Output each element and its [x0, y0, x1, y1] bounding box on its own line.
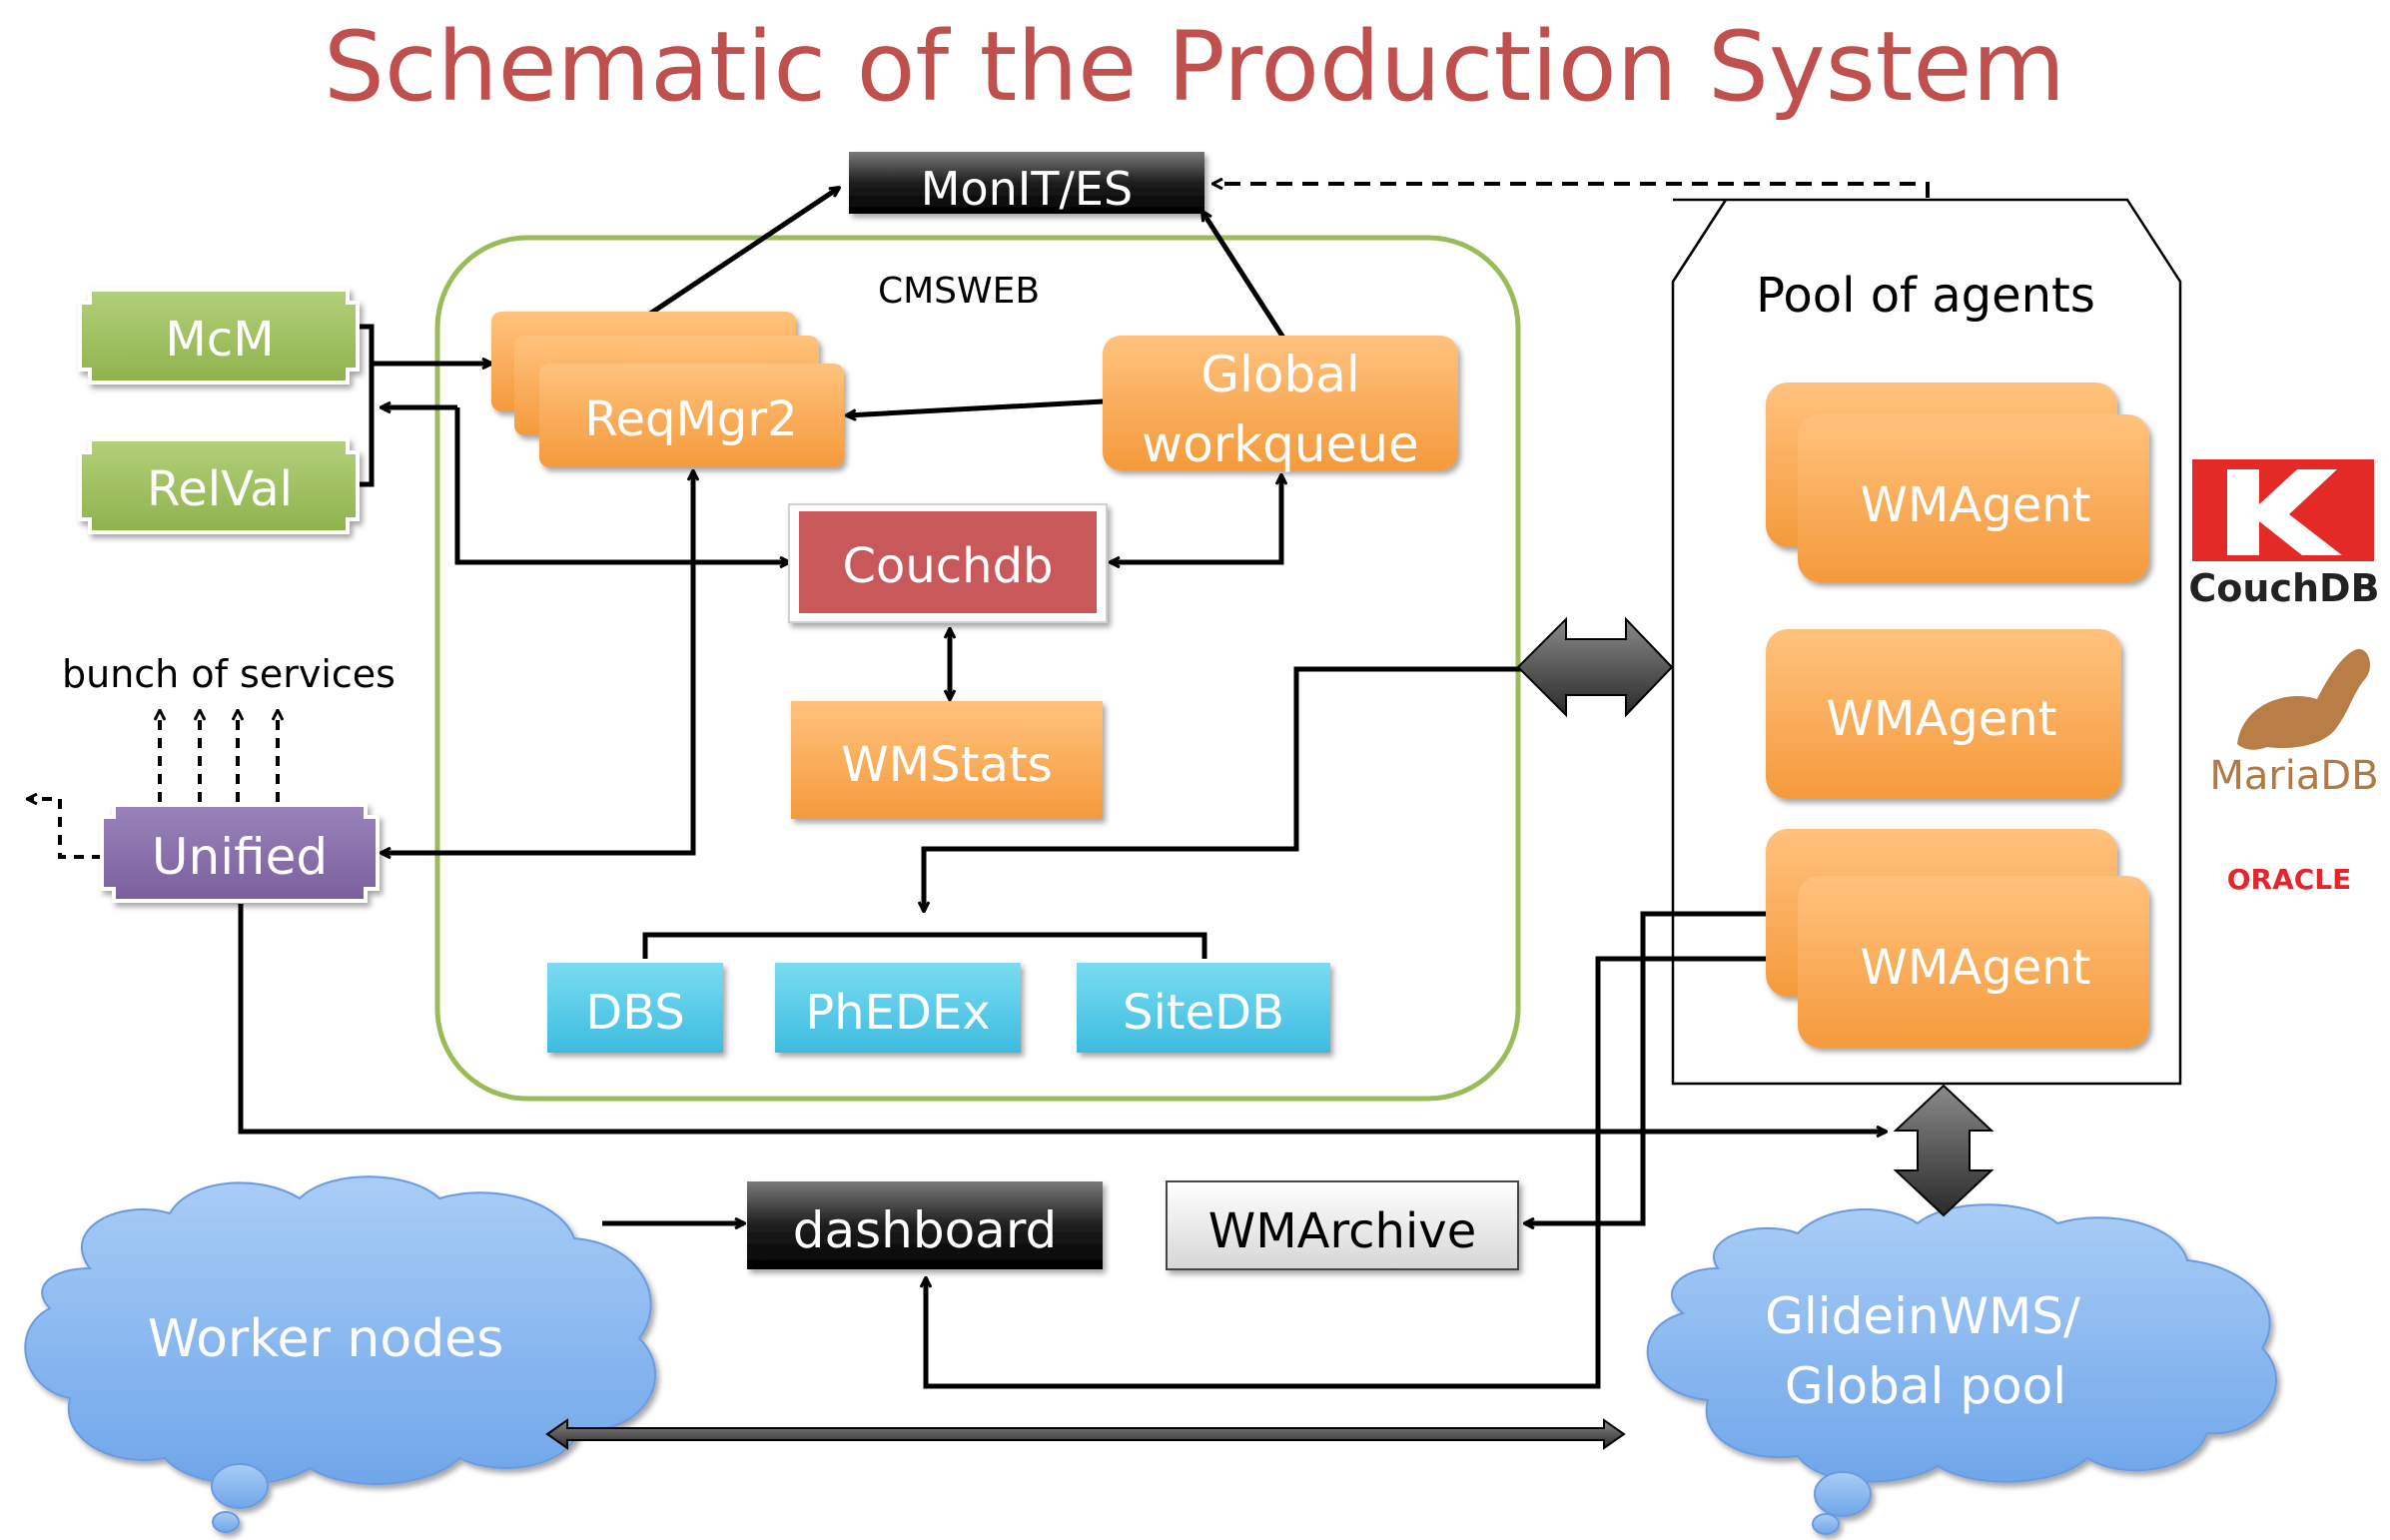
bunch-of-services-label: bunch of services — [62, 652, 396, 696]
global-workqueue-label-line1: Global — [1200, 346, 1360, 403]
requestors-bracket — [358, 324, 375, 487]
mariadb-logo: MariaDB — [2209, 648, 2379, 799]
glidein-label-line2: Global pool — [1785, 1357, 2066, 1415]
couchdb-workqueue-arrow — [1111, 475, 1281, 562]
couchdb-node — [788, 503, 1108, 623]
monit-es-node — [849, 152, 1204, 214]
pool-glidein-double-arrow — [1893, 1084, 1994, 1217]
sitedb-node — [1077, 963, 1330, 1053]
global-workqueue-node — [1103, 336, 1458, 470]
wmstats-node — [791, 701, 1103, 819]
workqueue-to-monit-arrow — [1202, 212, 1286, 340]
mcm-node — [78, 288, 360, 385]
wmarchive-node — [1166, 1180, 1519, 1270]
reqmgr2-to-monit-arrow — [642, 188, 839, 321]
glidein-cloud — [1646, 1203, 2278, 1535]
cmsweb-label: CMSWEB — [878, 271, 1040, 312]
phedex-node — [775, 963, 1021, 1053]
oracle-logo: ORACLE — [2227, 863, 2352, 896]
pool-to-monit-dashed-arrow — [1213, 184, 1930, 198]
dashboard-label: dashboard — [793, 1201, 1058, 1259]
pool-of-agents-label: Pool of agents — [1756, 268, 2095, 324]
unified-services-dashed-arrows — [28, 711, 278, 859]
worker-nodes-label: Worker nodes — [148, 1309, 504, 1369]
reqmgr2-to-unified-arrow — [382, 471, 693, 853]
wmagent-1-label: WMAgent — [1861, 477, 2091, 533]
sitedb-label: SiteDB — [1123, 985, 1284, 1041]
wmstats-label: WMStats — [841, 737, 1052, 793]
mariadb-logo-text: MariaDB — [2209, 753, 2378, 799]
dbs-label: DBS — [585, 985, 685, 1041]
wmarchive-label: WMArchive — [1208, 1203, 1476, 1259]
cmsweb-pool-double-arrow — [1516, 616, 1674, 718]
workers-glidein-double-arrow — [545, 1418, 1626, 1450]
oracle-logo-text: ORACLE — [2227, 863, 2352, 896]
reqmgr2-node — [491, 312, 844, 467]
workqueue-to-reqmgr2-arrow — [847, 398, 1105, 415]
couchdb-logo-text: CouchDB — [2188, 566, 2379, 610]
services-bracket — [642, 932, 1207, 959]
relval-node — [78, 437, 360, 534]
wmagent-3-label: WMAgent — [1861, 940, 2091, 996]
wmagent-to-dashboard-arrow — [926, 956, 1798, 1389]
mcm-label: McM — [165, 312, 274, 368]
couchdb-logo: CouchDB — [2188, 459, 2380, 610]
wmagent-node-3 — [1766, 829, 2149, 1048]
unified-node — [100, 803, 380, 903]
reqmgr2-label: ReqMgr2 — [584, 391, 797, 447]
global-workqueue-label-line2: workqueue — [1142, 415, 1419, 473]
dbs-node — [547, 963, 723, 1053]
page-title: Schematic of the Production System — [324, 11, 2065, 123]
phedex-label: PhEDEx — [805, 985, 990, 1041]
wmagent-2-label: WMAgent — [1827, 691, 2057, 747]
glidein-label-line1: GlideinWMS/ — [1765, 1287, 2080, 1345]
unified-to-glidein-arrow — [238, 904, 1886, 1132]
unified-label: Unified — [152, 828, 328, 886]
dashboard-node — [747, 1181, 1103, 1269]
wmagent-to-wmarchive-arrow — [1525, 911, 1766, 1223]
wmagent-node-2 — [1766, 629, 2121, 799]
pool-corner — [1671, 199, 1728, 283]
wmagent-node-1 — [1766, 383, 2149, 582]
monit-es-label: MonIT/ES — [921, 162, 1133, 216]
agents-to-services-arrow — [924, 666, 1523, 911]
couchdb-label: Couchdb — [842, 538, 1053, 594]
relval-label: RelVal — [147, 461, 293, 517]
